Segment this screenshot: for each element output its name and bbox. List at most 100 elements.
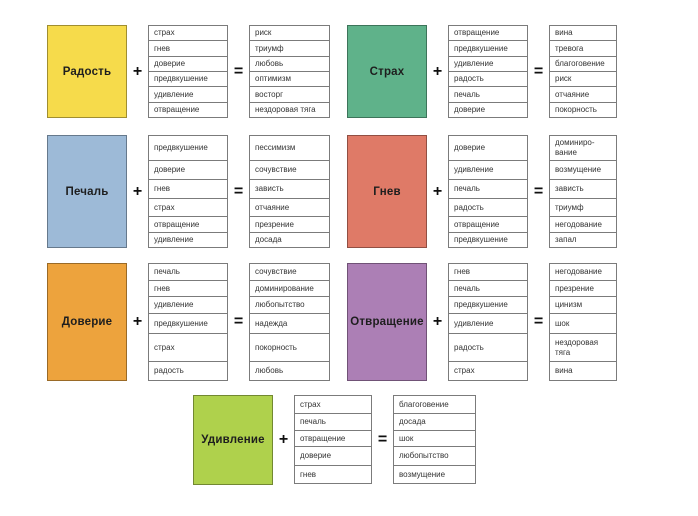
plus-sign: + [432,313,443,330]
inputs-list: доверие удивление печаль радость отвраще… [448,135,528,248]
result-cell: сочувствие [249,263,330,281]
result-cell: риск [249,25,330,42]
result-cell: благоговение [549,55,617,72]
group-gnev: Гнев + доверие удивление печаль радость … [347,135,617,248]
inputs-list: предвкушение доверие гнев страх отвращен… [148,135,228,248]
emotion-block-gnev: Гнев [347,135,427,248]
input-cell: гнев [148,280,228,297]
result-cell: досада [393,413,476,431]
input-cell: отвращение [294,430,372,447]
input-cell: печаль [294,413,372,431]
input-cell: отвращение [148,216,228,233]
equals-sign: = [533,62,544,80]
result-cell: нездоровая тяга [549,333,617,362]
plus-sign: + [432,62,443,80]
input-cell: отвращение [148,101,228,118]
emotion-block-strah: Страх [347,25,427,118]
input-cell: гнев [448,263,528,281]
result-cell: пессимизм [249,135,330,161]
input-cell: страх [148,333,228,362]
input-cell: радость [448,70,528,88]
result-cell: презрение [549,280,617,297]
equals-sign: = [533,182,544,200]
emotion-block-pechal: Печаль [47,135,127,248]
results-list: пессимизм сочувствие зависть отчаяние пр… [249,135,330,248]
input-cell: гнев [294,465,372,484]
plus-sign: + [132,62,143,80]
result-cell: риск [549,70,617,88]
input-cell: отвращение [448,25,528,42]
group-udivlenie: Удивление + страх печаль отвращение дове… [193,395,476,485]
input-cell: доверие [148,160,228,180]
result-cell: отчаяние [549,86,617,103]
emotion-label: Печаль [65,185,109,198]
group-strah: Страх + отвращение предвкушение удивлени… [347,25,617,118]
result-cell: презрение [249,216,330,233]
input-cell: доверие [448,101,528,118]
input-cell: предвкушение [448,296,528,314]
result-cell: любовь [249,361,330,381]
input-cell: страх [148,198,228,217]
input-cell: удивление [148,86,228,103]
plus-sign: + [432,182,443,200]
result-cell: досада [249,232,330,248]
input-cell: печаль [448,280,528,297]
equals-sign: = [233,313,244,330]
result-cell: тревога [549,40,617,57]
emotion-label: Радость [62,65,112,78]
equals-sign: = [233,62,244,80]
input-cell: удивление [448,55,528,72]
result-cell: нездоровая тяга [249,101,330,118]
result-cell: возмущение [393,465,476,484]
result-cell: любовь [249,55,330,72]
group-doverie: Доверие + печаль гнев удивление предвкуш… [47,263,330,381]
inputs-list: страх печаль отвращение доверие гнев [294,395,372,484]
emotion-label: Страх [369,65,405,78]
input-cell: доверие [448,135,528,161]
input-cell: печаль [448,179,528,199]
result-cell: доминирование [249,280,330,297]
input-cell: удивление [448,160,528,180]
input-cell: гнев [148,179,228,199]
results-list: риск триумф любовь оптимизм восторг незд… [249,25,330,118]
emotion-block-radost: Радость [47,25,127,118]
results-list: благоговение досада шок любопытство возм… [393,395,476,484]
input-cell: радость [448,198,528,217]
plus-sign: + [278,431,289,448]
emotion-label: Удивление [201,434,265,446]
equals-sign: = [533,313,544,330]
input-cell: отвращение [448,216,528,233]
equals-sign: = [377,431,388,448]
input-cell: радость [448,333,528,362]
result-cell: вина [549,361,617,381]
result-cell: возмущение [549,160,617,180]
input-cell: радость [148,361,228,381]
result-cell: покорность [249,333,330,362]
input-cell: предвкушение [448,40,528,57]
result-cell: зависть [549,179,617,199]
input-cell: предвкушение [148,70,228,88]
inputs-list: отвращение предвкушение удивление радост… [448,25,528,118]
input-cell: удивление [148,296,228,314]
emotion-label: Гнев [373,185,401,198]
emotion-block-doverie: Доверие [47,263,127,381]
emotion-label: Отвращение [350,316,424,328]
input-cell: печаль [148,263,228,281]
result-cell: отчаяние [249,198,330,217]
emotion-block-otvrashchenie: Отвращение [347,263,427,381]
input-cell: удивление [448,313,528,334]
plus-sign: + [132,313,143,330]
input-cell: удивление [148,232,228,248]
result-cell: оптимизм [249,70,330,88]
result-cell: зависть [249,179,330,199]
input-cell: печаль [448,86,528,103]
group-radost: Радость + страх гнев доверие предвкушени… [47,25,330,118]
emotion-block-udivlenie: Удивление [193,395,273,485]
result-cell: надежда [249,313,330,334]
inputs-list: печаль гнев удивление предвкушение страх… [148,263,228,381]
inputs-list: страх гнев доверие предвкушение удивлени… [148,25,228,118]
equals-sign: = [233,182,244,200]
emotion-label: Доверие [61,316,113,328]
results-list: негодование презрение цинизм шок нездоро… [549,263,617,381]
input-cell: страх [448,361,528,381]
